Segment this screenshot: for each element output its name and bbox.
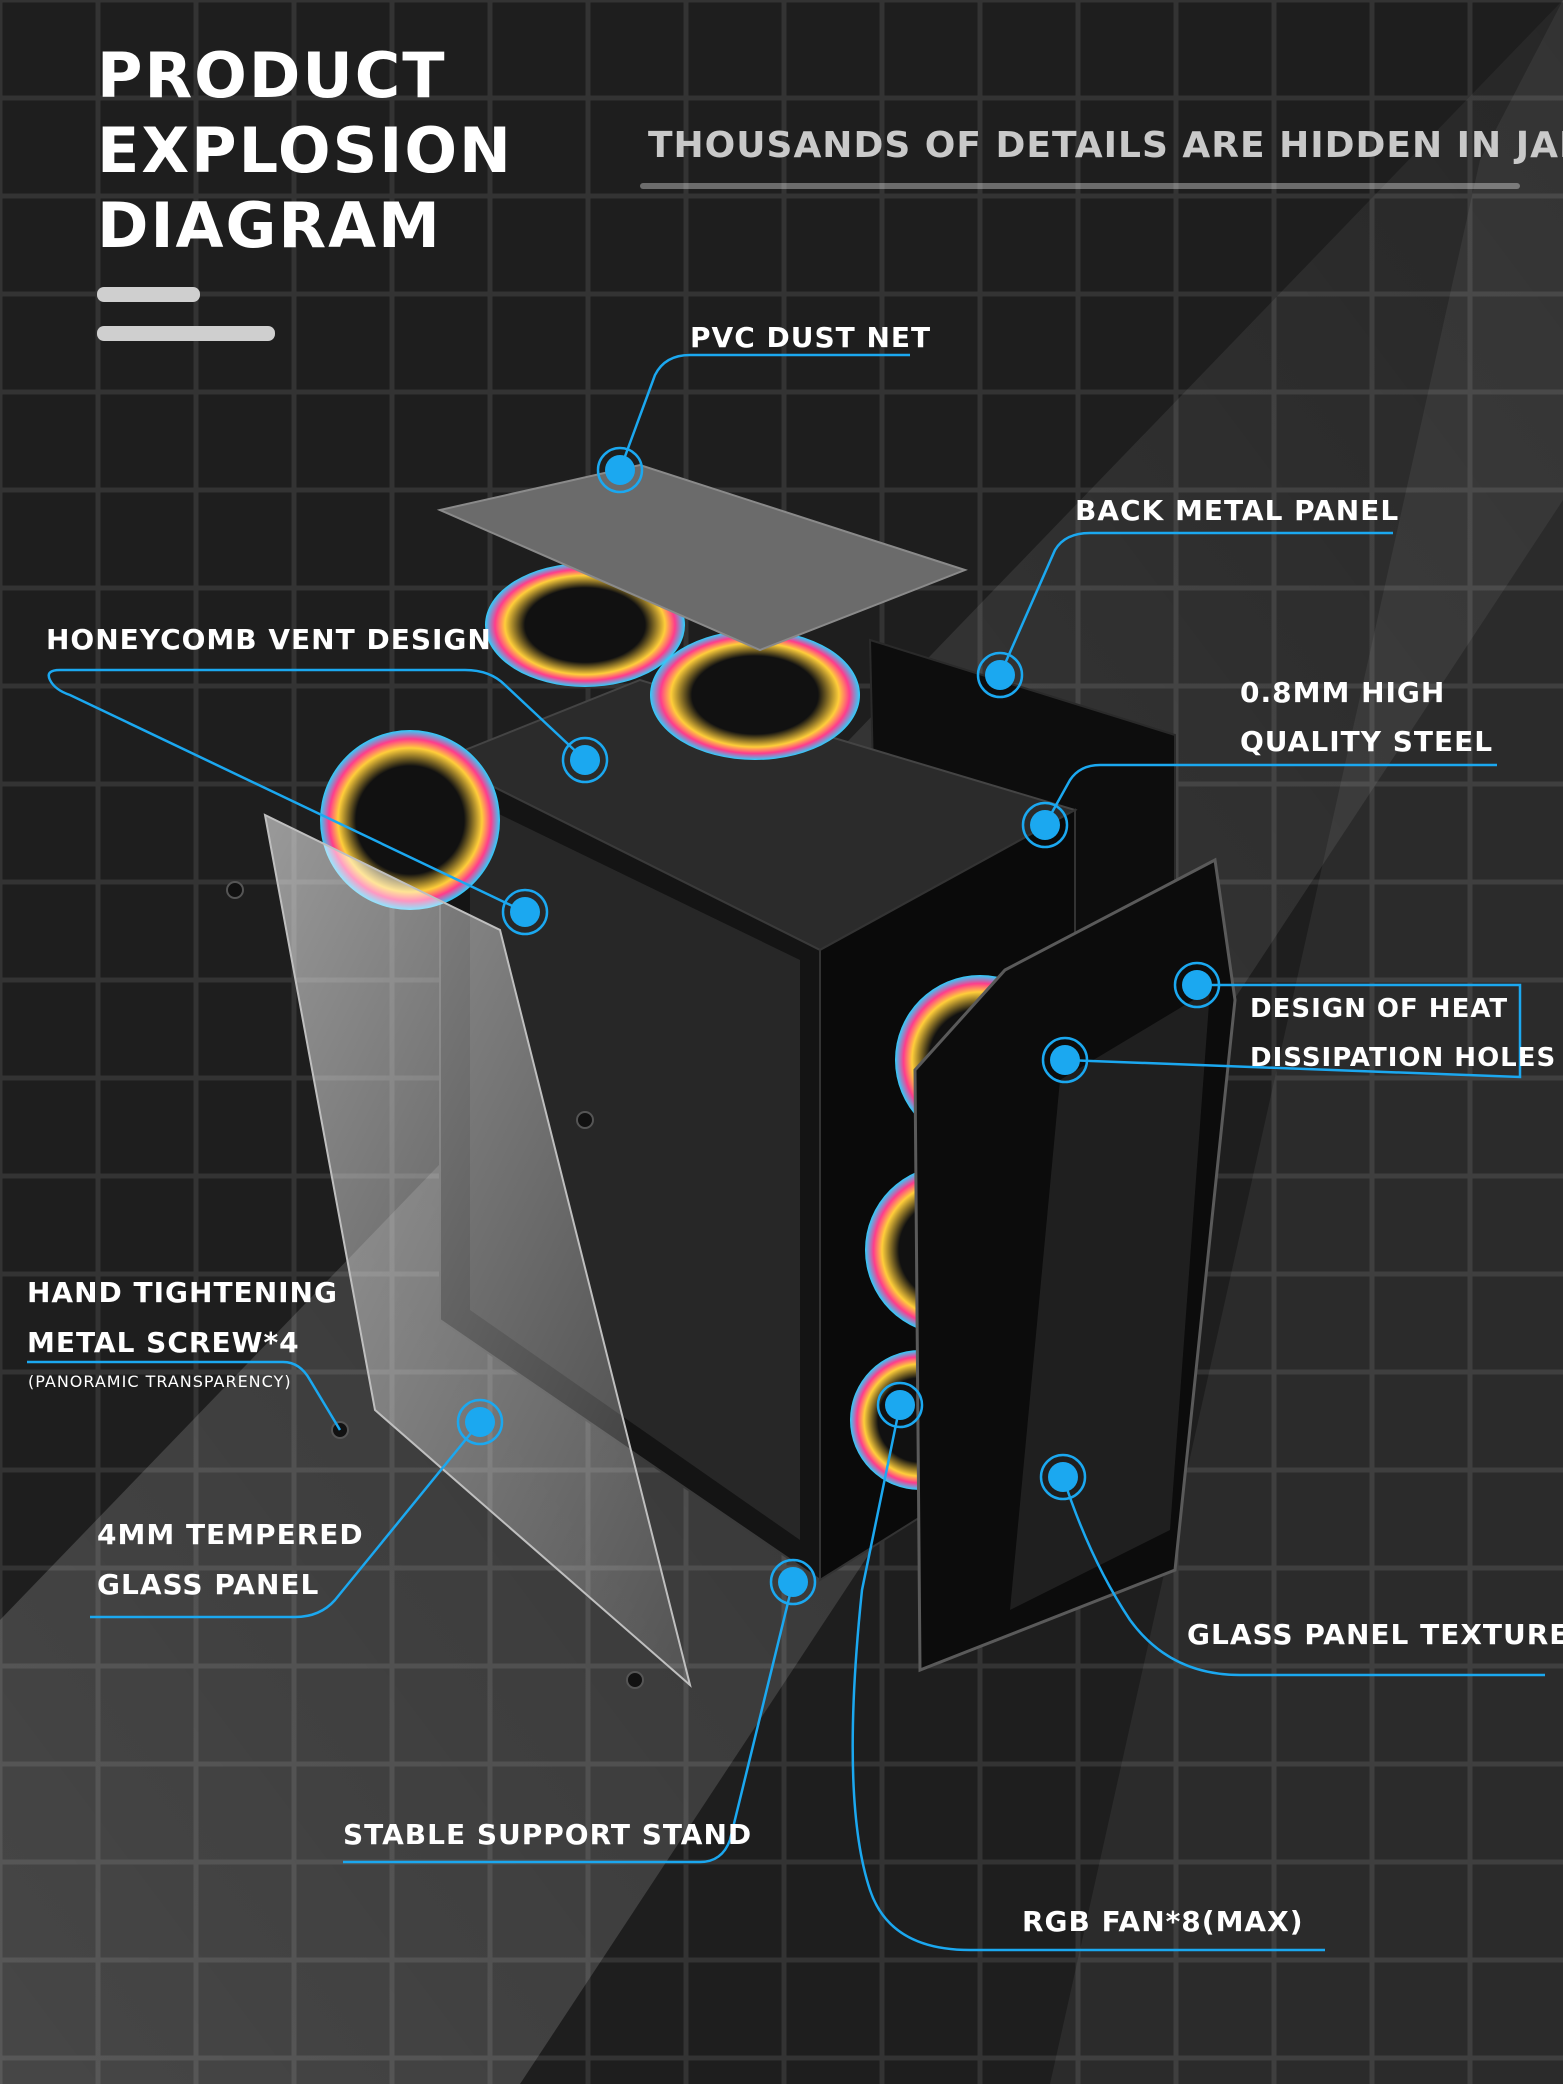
- label-tempered-glass-line-2: GLASS PANEL: [97, 1568, 320, 1601]
- tempered-glass-panel-art: [263, 813, 692, 1688]
- leader-steel: [1043, 763, 1497, 826]
- label-honeycomb-vent-design: HONEYCOMB VENT DESIGN: [46, 623, 492, 656]
- pc-case-illustration: [226, 463, 1237, 1689]
- marker-rgb-fan: [876, 1381, 924, 1429]
- label-heat-line-2: DISSIPATION HOLES: [1250, 1043, 1557, 1073]
- leader-hand-screw: [27, 1360, 342, 1431]
- label-hand-screw-line-1: HAND TIGHTENING: [27, 1276, 338, 1309]
- leader-glass-texture: [1061, 1476, 1545, 1677]
- marker-heat-holes-2: [1041, 1036, 1089, 1084]
- marker-heat-holes-1: [1173, 961, 1221, 1009]
- label-steel-line-1: 0.8MM HIGH: [1240, 676, 1446, 709]
- label-hand-screw-note: (PANORAMIC TRANSPARENCY): [28, 1372, 292, 1391]
- label-tempered-glass-line-1: 4MM TEMPERED: [97, 1518, 364, 1551]
- leader-honeycomb: [47, 668, 586, 914]
- screw-art-4: [576, 1111, 594, 1129]
- leader-pvc-dust-net: [618, 353, 910, 471]
- title-line-2: EXPLOSION: [97, 114, 513, 187]
- leader-support-stand: [343, 1581, 795, 1864]
- label-heat-line-1: DESIGN OF HEAT: [1250, 994, 1509, 1024]
- marker-tempered-glass: [456, 1398, 504, 1446]
- marker-steel: [1021, 801, 1069, 849]
- screw-art-1: [226, 881, 244, 899]
- marker-honeycomb-top: [561, 736, 609, 784]
- top-fan-2-art: [650, 630, 860, 760]
- dust-net-art: [436, 463, 968, 652]
- leader-back-metal-panel: [998, 531, 1393, 676]
- label-steel-line-2: QUALITY STEEL: [1240, 725, 1494, 758]
- subtitle-underline: [640, 183, 1520, 189]
- marker-glass-texture: [1039, 1453, 1087, 1501]
- label-pvc-dust-net: PVC DUST NET: [690, 321, 932, 354]
- screw-art-3: [626, 1671, 644, 1689]
- label-hand-screw-line-2: METAL SCREW*4: [27, 1326, 300, 1359]
- label-glass-panel-texture: GLASS PANEL TEXTURE: [1187, 1618, 1563, 1651]
- marker-back-metal-panel: [976, 651, 1024, 699]
- marker-pvc-dust-net: [596, 446, 644, 494]
- title-line-1: PRODUCT: [97, 39, 447, 112]
- leader-tempered-glass: [90, 1421, 481, 1619]
- header-bar-short: [97, 287, 200, 302]
- marker-honeycomb-side: [501, 888, 549, 936]
- title-line-3: DIAGRAM: [97, 189, 442, 262]
- light-beam-secondary: [1050, 0, 1563, 2084]
- label-back-metal-panel: BACK METAL PANEL: [1075, 494, 1400, 527]
- label-stable-support-stand: STABLE SUPPORT STAND: [343, 1818, 753, 1851]
- marker-support-stand: [769, 1558, 817, 1606]
- page-subtitle: THOUSANDS OF DETAILS ARE HIDDEN IN JANE: [648, 125, 1563, 166]
- leader-heat-holes: [1064, 983, 1522, 1079]
- leader-rgb-fan: [851, 1404, 1325, 1952]
- label-rgb-fan: RGB FAN*8(MAX): [1022, 1905, 1304, 1938]
- header-bar-long: [97, 326, 275, 341]
